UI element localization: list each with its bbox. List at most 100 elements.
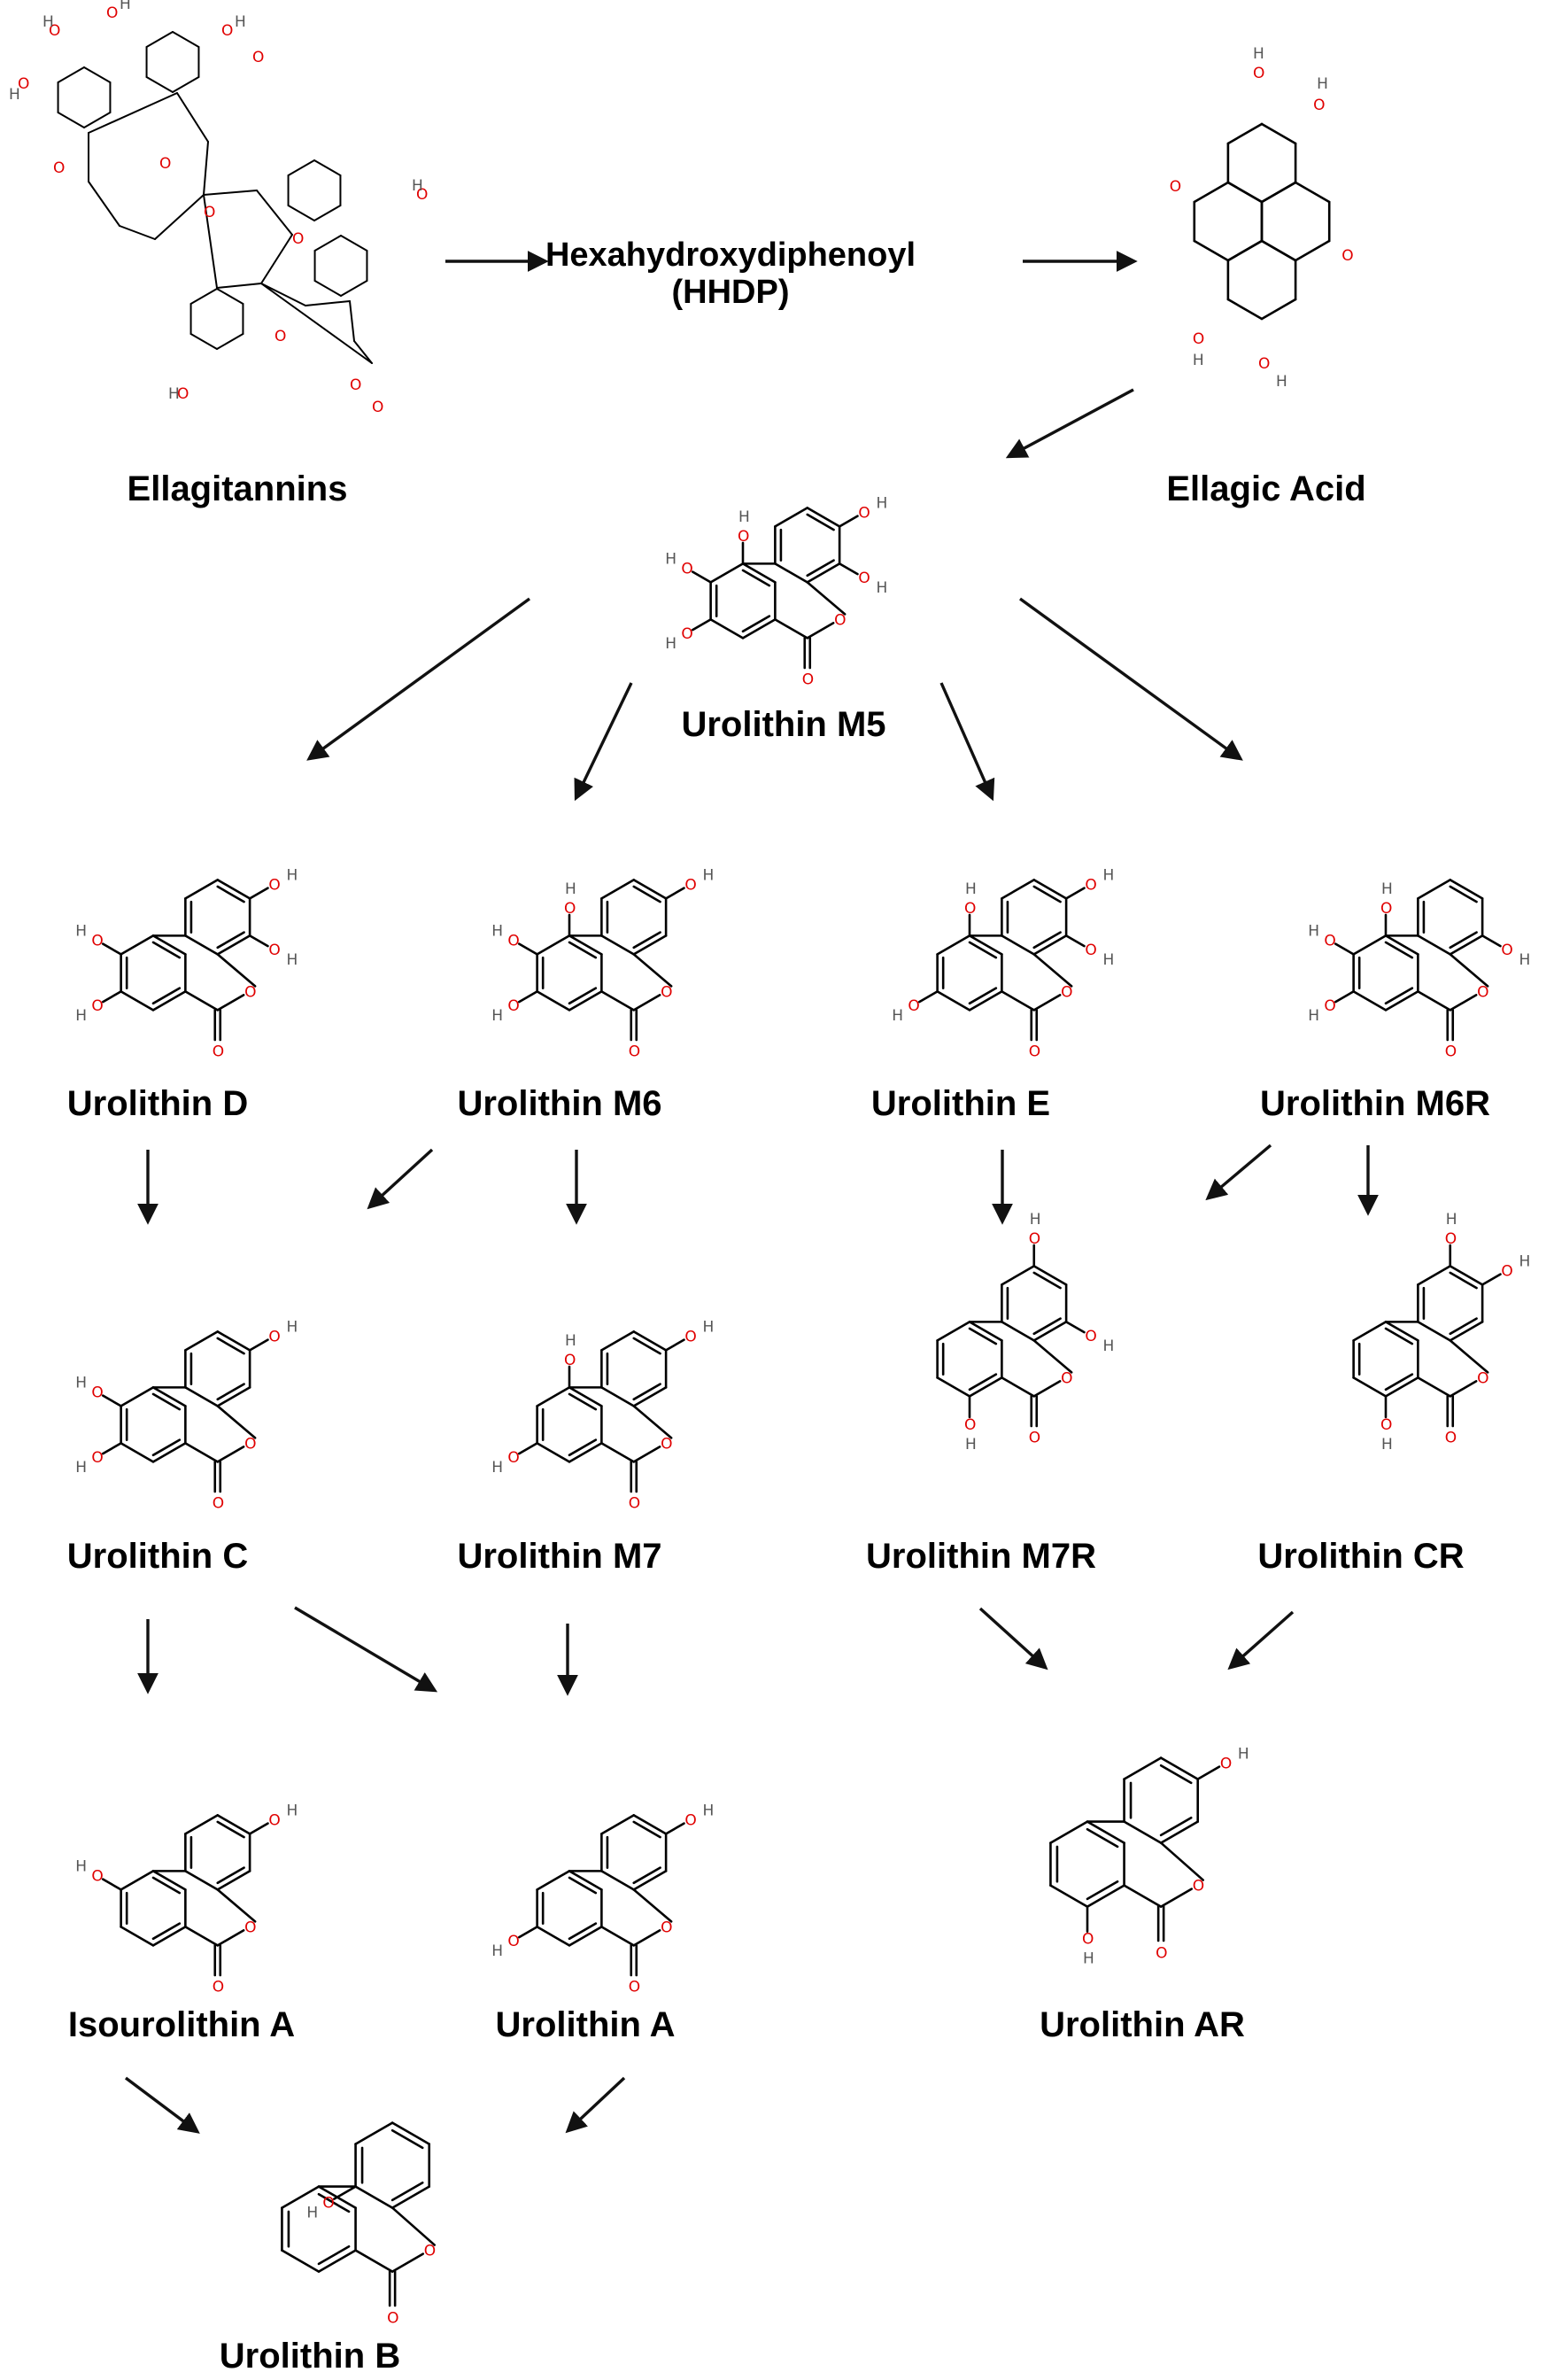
pathway-arrow	[939, 682, 995, 802]
svg-text:H: H	[702, 1319, 714, 1337]
svg-text:O: O	[213, 1494, 224, 1512]
svg-text:O: O	[91, 997, 103, 1015]
svg-text:O: O	[18, 75, 29, 93]
svg-text:H: H	[1102, 951, 1114, 969]
svg-text:O: O	[684, 1329, 696, 1346]
svg-text:H: H	[876, 495, 887, 513]
svg-text:O: O	[738, 528, 749, 546]
svg-text:H: H	[965, 1436, 977, 1454]
svg-text:O: O	[681, 561, 692, 578]
svg-text:O: O	[252, 49, 264, 66]
svg-text:O: O	[91, 1449, 103, 1467]
svg-text:H: H	[286, 951, 298, 969]
svg-text:O: O	[1253, 65, 1264, 82]
svg-text:O: O	[629, 1978, 640, 1996]
svg-text:H: H	[702, 867, 714, 885]
svg-text:O: O	[1193, 1878, 1204, 1895]
svg-text:H: H	[75, 1858, 87, 1876]
svg-text:H: H	[1083, 1950, 1094, 1968]
svg-text:O: O	[177, 385, 189, 403]
svg-text:H: H	[702, 1802, 714, 1820]
svg-text:O: O	[1501, 942, 1512, 959]
svg-text:O: O	[661, 1919, 672, 1936]
svg-text:O: O	[91, 933, 103, 950]
pathway-arrow	[1205, 1143, 1272, 1201]
svg-text:O: O	[908, 997, 919, 1015]
svg-text:O: O	[1445, 1043, 1457, 1060]
svg-text:O: O	[507, 1449, 519, 1467]
svg-text:O: O	[213, 1043, 224, 1060]
svg-text:H: H	[565, 1332, 576, 1350]
svg-text:H: H	[286, 1319, 298, 1337]
svg-text:O: O	[53, 159, 65, 177]
label-urolithin-m6r: Urolithin M6R	[1260, 1084, 1490, 1123]
svg-text:H: H	[1102, 867, 1114, 885]
svg-text:H: H	[1238, 1746, 1249, 1764]
svg-text:H: H	[286, 867, 298, 885]
svg-text:O: O	[661, 1435, 672, 1453]
svg-text:O: O	[1324, 933, 1335, 950]
svg-text:H: H	[168, 385, 180, 403]
svg-text:H: H	[892, 1007, 903, 1025]
svg-text:O: O	[1193, 330, 1204, 348]
svg-text:O: O	[268, 1812, 280, 1830]
svg-text:O: O	[274, 328, 286, 345]
svg-text:O: O	[684, 1812, 696, 1830]
svg-text:O: O	[1085, 1328, 1096, 1345]
svg-text:O: O	[1501, 1263, 1512, 1281]
svg-text:O: O	[1082, 1931, 1094, 1949]
svg-text:O: O	[858, 570, 870, 587]
svg-text:O: O	[964, 900, 976, 918]
svg-text:H: H	[491, 1942, 503, 1960]
svg-text:O: O	[1380, 1416, 1392, 1434]
svg-text:O: O	[1324, 997, 1335, 1015]
label-urolithin-ar: Urolithin AR	[1040, 2005, 1245, 2044]
svg-text:H: H	[876, 579, 887, 597]
svg-text:O: O	[834, 611, 846, 629]
svg-text:H: H	[75, 1375, 87, 1392]
svg-text:O: O	[244, 983, 256, 1001]
svg-text:O: O	[1085, 877, 1096, 895]
svg-text:O: O	[91, 1384, 103, 1402]
svg-text:O: O	[1170, 178, 1181, 196]
label-urolithin-d: Urolithin D	[66, 1084, 249, 1123]
svg-text:H: H	[491, 923, 503, 941]
svg-text:O: O	[681, 625, 692, 643]
pathway-arrow	[978, 1607, 1048, 1671]
svg-text:O: O	[91, 1868, 103, 1886]
svg-text:O: O	[507, 933, 519, 950]
label-urolithin-m5: Urolithin M5	[681, 705, 886, 744]
svg-text:O: O	[372, 399, 383, 416]
pathway-arrow	[565, 2076, 626, 2134]
svg-text:O: O	[507, 997, 519, 1015]
svg-text:H: H	[286, 1802, 298, 1820]
svg-text:O: O	[416, 186, 428, 204]
svg-text:O: O	[1341, 247, 1353, 265]
svg-text:O: O	[1061, 1369, 1072, 1387]
svg-text:O: O	[629, 1043, 640, 1060]
svg-text:O: O	[424, 2243, 436, 2260]
pathway-arrow	[294, 1606, 438, 1693]
label-urolithin-m6: Urolithin M6	[457, 1084, 662, 1123]
svg-text:O: O	[106, 4, 118, 22]
svg-text:O: O	[564, 900, 576, 918]
svg-text:O: O	[268, 1329, 280, 1346]
svg-text:O: O	[244, 1919, 256, 1936]
pathway-arrow	[1227, 1610, 1295, 1671]
svg-text:H: H	[665, 551, 676, 569]
label-ellagitannins: Ellagitannins	[127, 469, 348, 508]
label-urolithin-e: Urolithin E	[870, 1084, 1051, 1123]
svg-text:H: H	[1381, 880, 1393, 898]
svg-text:O: O	[661, 983, 672, 1001]
svg-text:O: O	[507, 1933, 519, 1950]
